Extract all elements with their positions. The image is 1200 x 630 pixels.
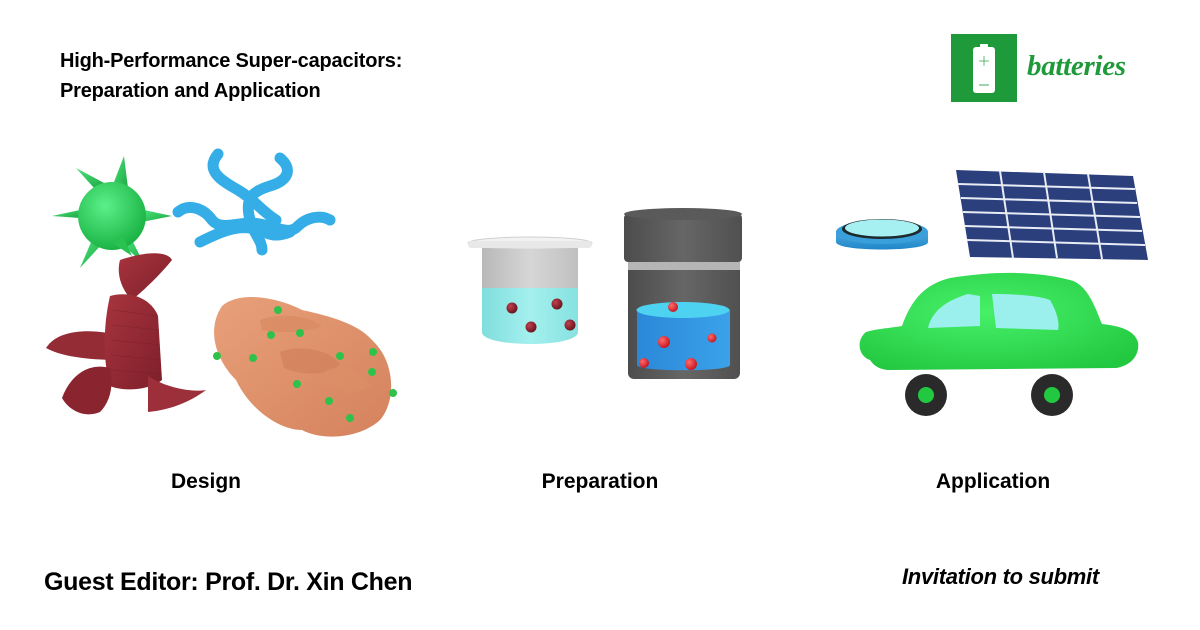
section-label-application: Application bbox=[935, 470, 1051, 493]
title-line-1: High-Performance Super-capacitors: bbox=[60, 50, 403, 72]
solar-panel-icon bbox=[956, 170, 1148, 260]
guest-editor: Guest Editor: Prof. Dr. Xin Chen bbox=[44, 568, 413, 596]
application-illustration bbox=[836, 170, 1148, 416]
journal-logo bbox=[951, 34, 1017, 102]
green-car-icon bbox=[859, 272, 1139, 416]
page-title: High-Performance Super-capacitors: Prepa… bbox=[60, 46, 402, 106]
preparation-illustration bbox=[467, 208, 742, 379]
battery-icon bbox=[951, 34, 1017, 102]
coin-cell-icon bbox=[836, 219, 928, 250]
section-label-design: Design bbox=[170, 470, 241, 493]
design-illustration bbox=[46, 148, 397, 437]
beaker-icon bbox=[467, 236, 593, 344]
invitation-to-submit[interactable]: Invitation to submit bbox=[902, 564, 1099, 589]
jar-icon bbox=[624, 208, 742, 379]
section-label-preparation: Preparation bbox=[541, 470, 659, 493]
red-layered-sheets-icon bbox=[46, 253, 206, 415]
title-line-2: Preparation and Application bbox=[60, 80, 321, 102]
journal-name: batteries bbox=[1027, 50, 1126, 82]
blue-tubes-icon bbox=[172, 148, 336, 256]
porous-orange-block-icon bbox=[213, 297, 397, 437]
spiky-sphere-icon bbox=[52, 156, 172, 268]
